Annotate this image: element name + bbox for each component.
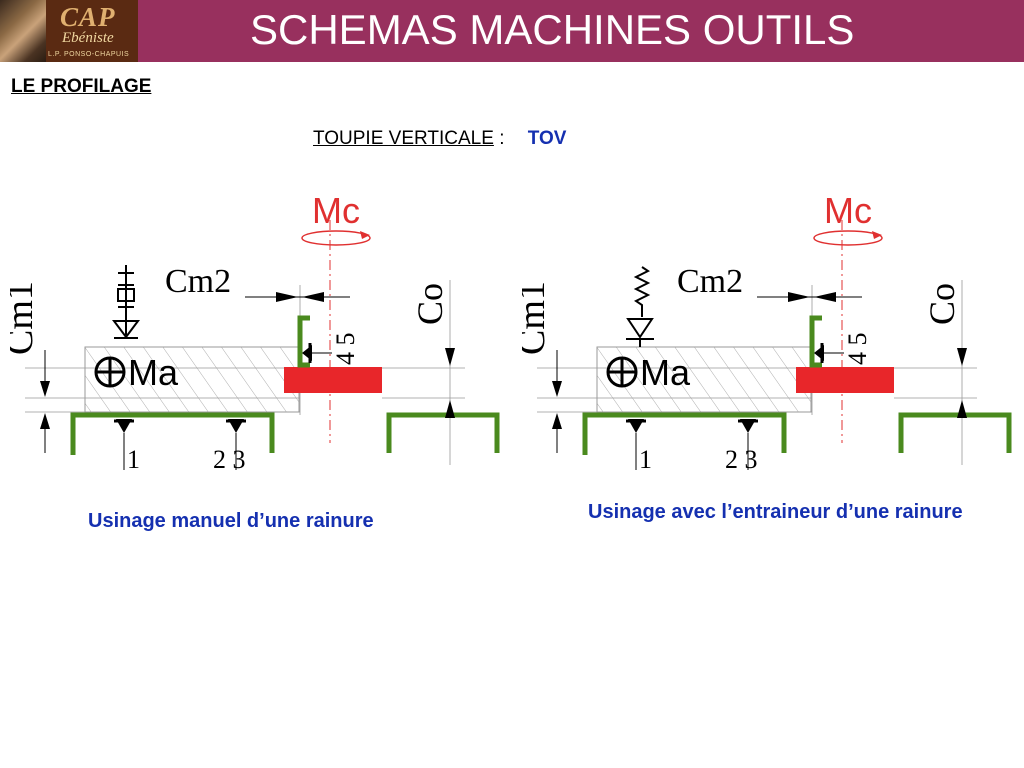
manual-pressure-symbol (112, 265, 140, 339)
caption-feeder: Usinage avec l’entraineur d’une rainure (588, 501, 963, 523)
cm1-arrow-up (40, 413, 50, 429)
support-1 (114, 419, 134, 470)
co-arrow-down (957, 348, 967, 366)
page-title: SCHEMAS MACHINES OUTILS (250, 6, 855, 53)
co-arrow-down (445, 348, 455, 366)
cutter-tool (796, 367, 894, 393)
ma-label: Ma (128, 352, 179, 393)
section-title: LE PROFILAGE (11, 76, 152, 97)
ma-symbol (606, 356, 638, 388)
diagram-manual: Mc Cm1 Cm2 Co Ma 1 2 (10, 190, 500, 474)
cm1-label: Cm1 (10, 281, 41, 355)
spring-pressure-symbol (626, 266, 654, 347)
logo-school-text: L.P. PONSO-CHAPUIS (48, 51, 130, 58)
ma-symbol (94, 356, 126, 388)
workpiece (596, 346, 812, 413)
support-4-5 (814, 343, 844, 363)
cm1-arrow-down (40, 381, 50, 397)
table-right (898, 412, 1012, 453)
co-label: Co (410, 283, 450, 325)
cm2-label: Cm2 (677, 263, 743, 300)
guide-bracket (297, 315, 310, 368)
cm1-arrow-down (552, 381, 562, 397)
support-4-5-label: 4 5 (331, 333, 360, 366)
cutter-tool (284, 367, 382, 393)
table-left (582, 412, 787, 455)
subtitle-separator: : (499, 128, 505, 149)
support-1 (626, 419, 646, 470)
cm2-arrow-left (302, 292, 324, 302)
logo-ebeniste-text: Ebéniste (62, 30, 114, 46)
diagram-feeder: Mc Cm1 Cm2 Co Ma 1 2 3 4 5 (522, 190, 1012, 474)
cm2-arrow-right (276, 292, 298, 302)
workpiece (84, 346, 300, 413)
support-4-5-label: 4 5 (843, 333, 872, 366)
support-4-5 (302, 343, 332, 363)
mc-label: Mc (312, 190, 360, 231)
support-2-3 (226, 419, 246, 470)
co-arrow-up (445, 400, 455, 418)
co-label: Co (922, 283, 962, 325)
ma-label: Ma (640, 352, 691, 393)
support-1-label: 1 (639, 445, 652, 474)
cm2-arrow-left (814, 292, 836, 302)
co-arrow-up (957, 400, 967, 418)
support-2-3-label: 2 3 (725, 445, 758, 474)
subtitle-abbr: TOV (527, 128, 567, 149)
rotation-arrow (301, 230, 371, 246)
subtitle-label: TOUPIE VERTICALE (313, 128, 494, 149)
cm2-arrow-right (788, 292, 810, 302)
cm1-arrow-up (552, 413, 562, 429)
subtitle: TOUPIE VERTICALE : TOV (313, 128, 566, 150)
table-right (386, 412, 500, 453)
cap-ebeniste-logo: CAP Ebéniste L.P. PONSO-CHAPUIS (0, 0, 138, 62)
guide-bracket (809, 315, 822, 368)
caption-manual: Usinage manuel d’une rainure (88, 510, 374, 532)
logo-photo (0, 0, 46, 62)
header-bar: CAP Ebéniste L.P. PONSO-CHAPUIS SCHEMAS … (0, 0, 1024, 62)
support-2-3 (738, 419, 758, 470)
support-1-label: 1 (127, 445, 140, 474)
cm2-label: Cm2 (165, 263, 231, 300)
table-left (70, 412, 275, 455)
mc-label: Mc (824, 190, 872, 231)
cm1-label: Cm1 (522, 281, 553, 355)
rotation-arrow (813, 230, 883, 246)
support-2-3-label: 2 3 (213, 445, 246, 474)
logo-cap-text: CAP (60, 2, 116, 32)
